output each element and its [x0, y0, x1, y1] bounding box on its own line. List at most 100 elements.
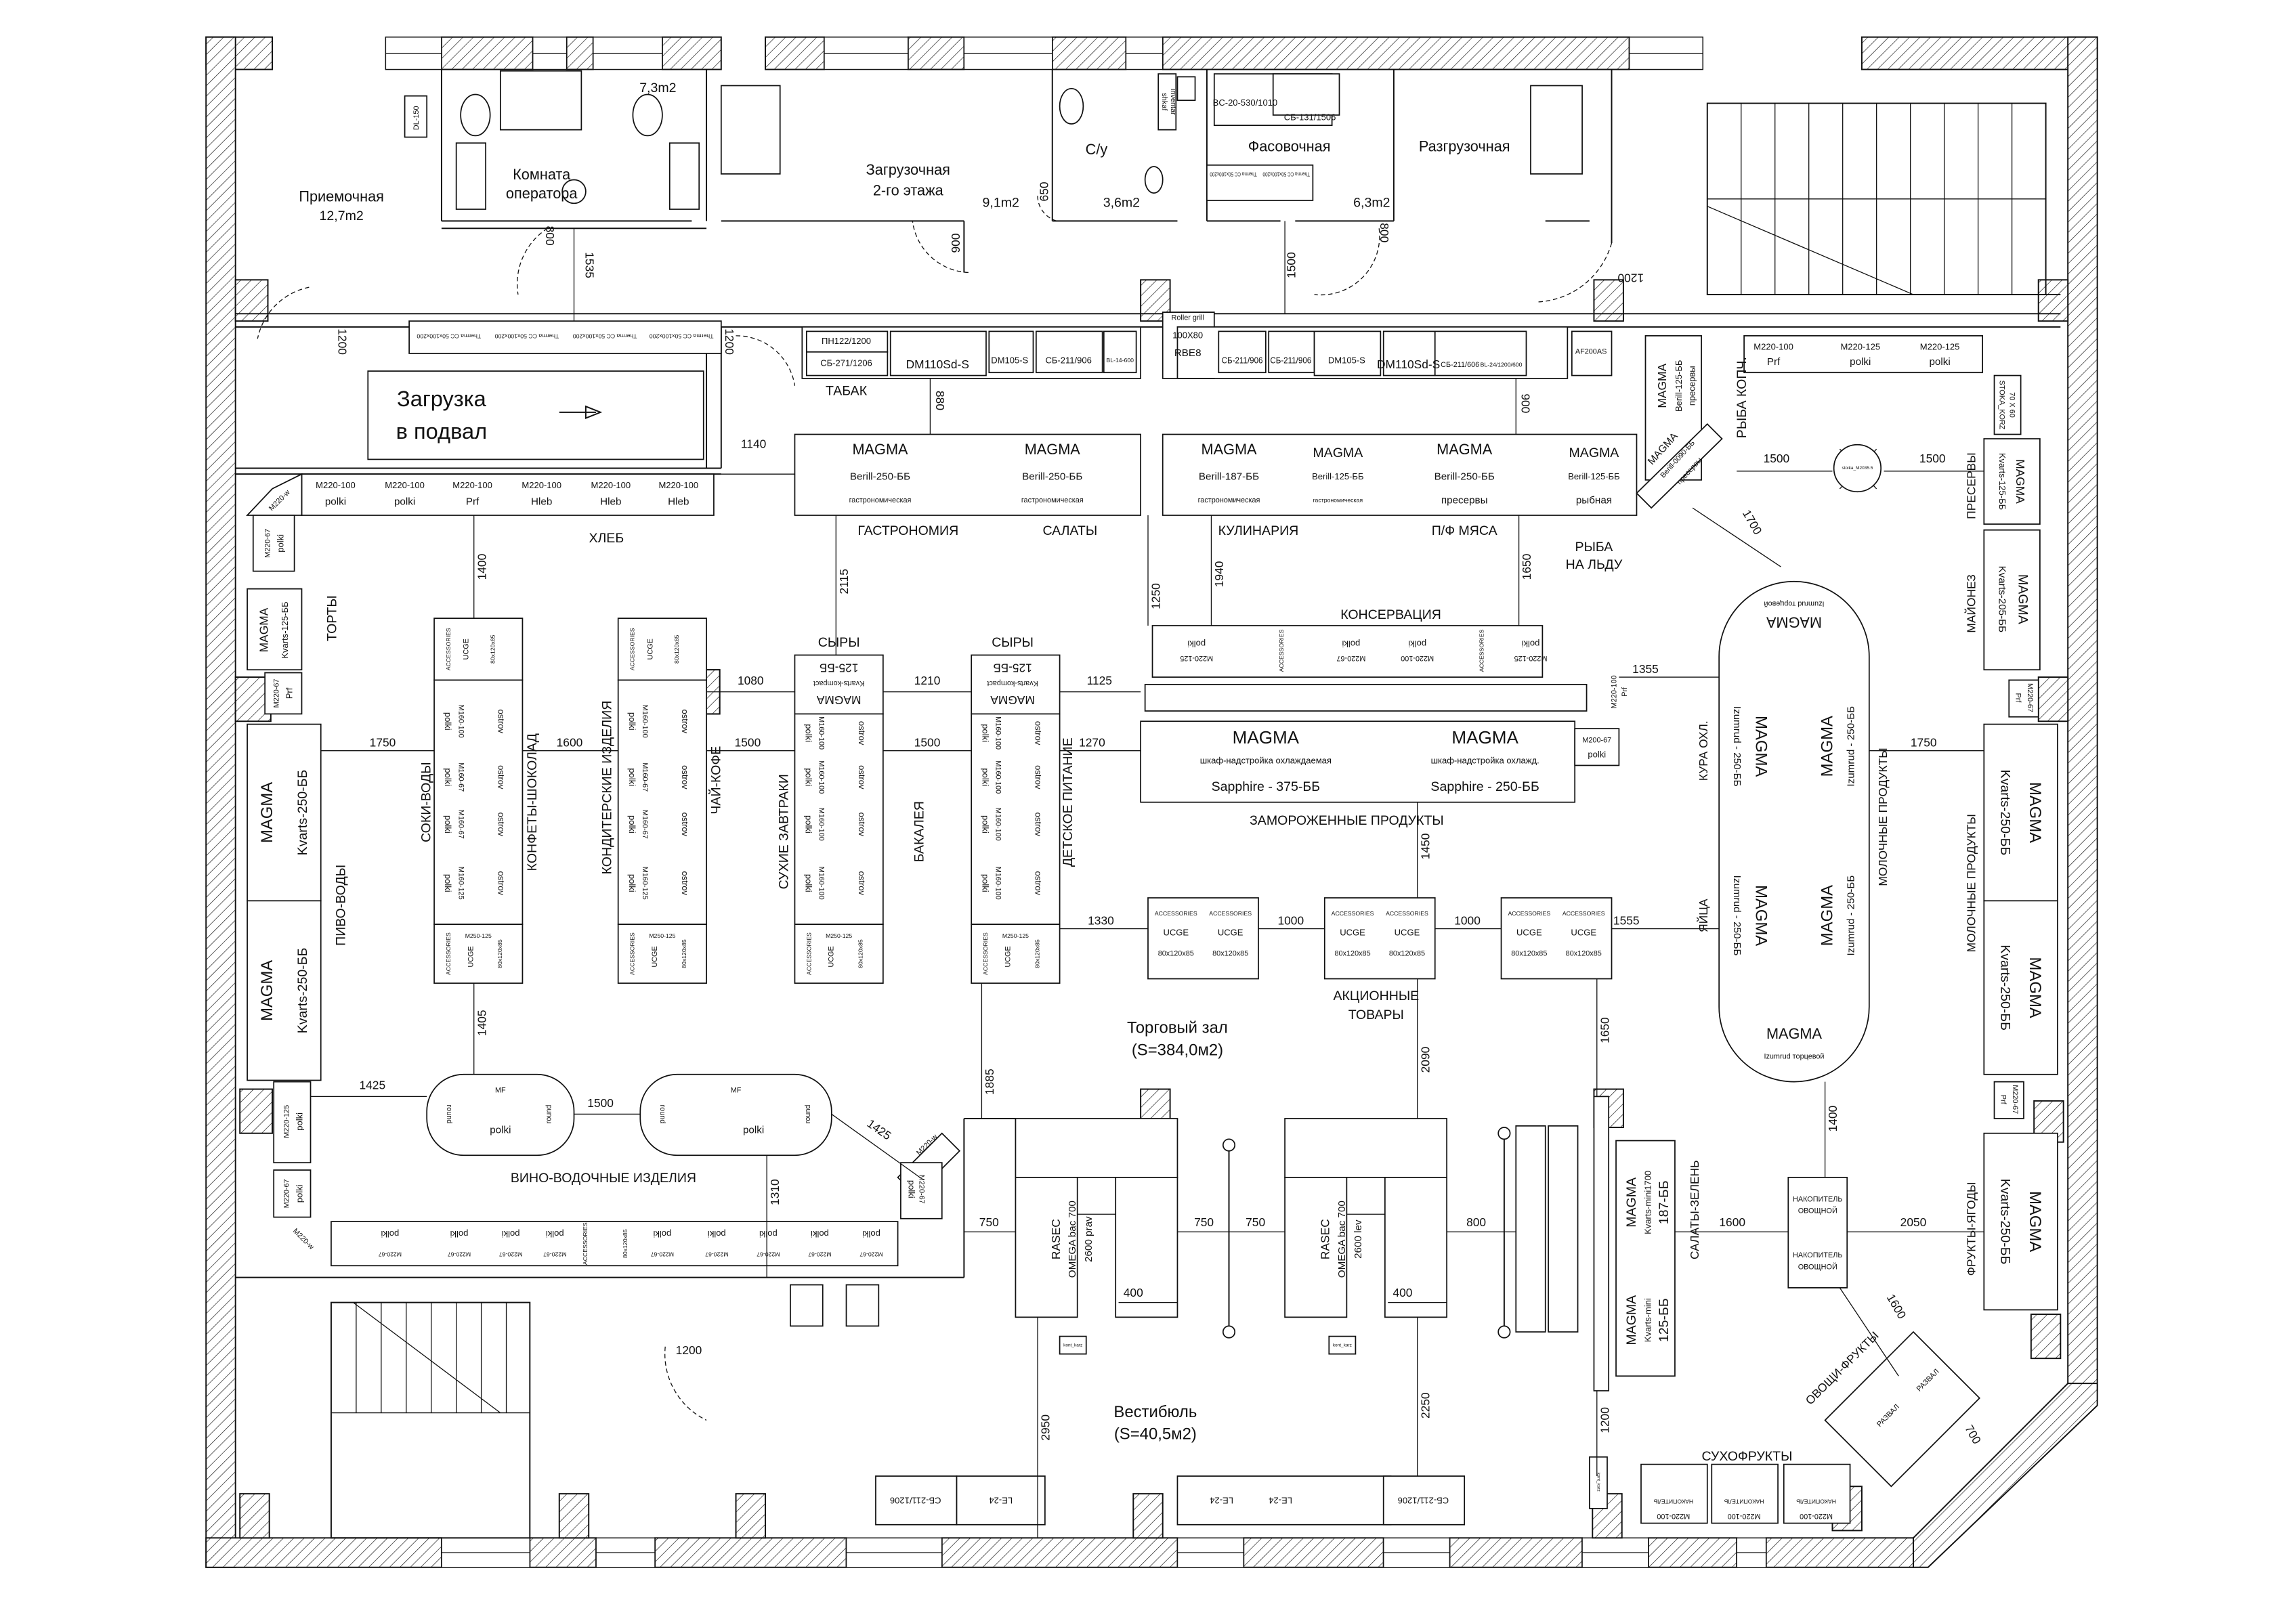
- label-rybnaya: рыбная: [1576, 494, 1612, 506]
- door-swing: [664, 1346, 707, 1421]
- column-pillar: [2030, 1314, 2062, 1360]
- label-sb211-1206: СБ-211/1206: [1398, 1495, 1449, 1505]
- label-m220-67: M220-67: [263, 529, 272, 558]
- gondola-cap-label: M250-125: [465, 932, 492, 939]
- label-magma: MAGMA: [1624, 1295, 1639, 1345]
- bin: [790, 1284, 824, 1327]
- label-polki: polki: [1850, 356, 1871, 368]
- label-rbe8: RBE8: [1174, 347, 1202, 359]
- label-polki: polki: [1408, 639, 1426, 649]
- label-kvarts-kompact: Kvarts-kompact: [813, 679, 864, 687]
- label-preservy: ПРЕСЕРВЫ: [1965, 452, 1978, 519]
- label-polki: polki: [394, 496, 415, 507]
- accessories-cap: [617, 924, 707, 984]
- label-hleb-s: Hleb: [668, 496, 689, 507]
- ucge-label: UCGE: [1218, 928, 1243, 938]
- ucge-label: 80x120x85: [1511, 949, 1547, 957]
- toilet-icon: [1059, 87, 1084, 125]
- freezer-base: [1144, 684, 1588, 712]
- label-bb125: 125-ББ: [1657, 1298, 1672, 1342]
- wall-segment: [654, 1537, 847, 1568]
- label-m220-100: M220-100: [385, 480, 425, 490]
- label-prav: 2600 prav: [1083, 1216, 1094, 1262]
- label-kvarts-250: Kvarts-250-ББ: [295, 948, 310, 1034]
- gondola-cap-label: ACCESSORIES: [629, 628, 636, 670]
- accessories-cap: [433, 924, 524, 984]
- label-polki: polki: [490, 1124, 511, 1136]
- label-omega: OMEGA bac 700: [1067, 1201, 1078, 1278]
- basement-label: Загрузка: [397, 386, 487, 411]
- wine-shelf-label: M220-67: [651, 1251, 674, 1258]
- label-sb211-606: СБ-211/606: [1441, 361, 1479, 369]
- ucge-label: UCGE: [1340, 928, 1365, 938]
- dimension-lines: [310, 221, 1984, 1538]
- door-swing: [1314, 228, 1380, 296]
- gondola-cap-label: 80x120x85: [489, 634, 496, 664]
- label-m220-67: M220-67: [272, 679, 280, 708]
- gondola-shelf-label: polki: [804, 768, 814, 786]
- label-m220-67: M220-67: [2011, 1085, 2019, 1114]
- label-magma: MAGMA: [2026, 957, 2044, 1018]
- dimension-label: 1125: [1087, 674, 1112, 687]
- label-soki-vody: СОКИ-ВОДЫ: [419, 762, 433, 842]
- shelf-m220-67: [900, 1162, 943, 1219]
- label-mf: MF: [495, 1087, 506, 1095]
- dimension-label: 1600: [557, 735, 583, 749]
- le24-counter: [956, 1475, 1046, 1526]
- label-sapphire375: Sapphire - 375-ББ: [1212, 779, 1320, 794]
- gondola-shelf-label: polki: [980, 724, 990, 742]
- label-pf-myasa: П/Ф МЯСА: [1432, 523, 1497, 538]
- label-berill-250: Berill-250-ББ: [1434, 471, 1495, 483]
- wall-segment: [765, 36, 825, 70]
- label-le24: LE-24: [1210, 1495, 1233, 1505]
- ucge-label: UCGE: [1516, 928, 1542, 938]
- column-pillar: [2037, 676, 2069, 722]
- label-polki: polki: [295, 1112, 305, 1131]
- gondola-shelf-label: polki: [804, 815, 814, 834]
- magma-kvarts-250: [1983, 723, 2058, 902]
- counter-module: [805, 330, 889, 353]
- label-bc20: BC-20-530/1010: [1213, 98, 1278, 108]
- label-polki: polki: [1929, 356, 1950, 368]
- gondola-shelf-label: M160-100: [994, 716, 1002, 750]
- label-salaty: САЛАТЫ: [1042, 523, 1097, 538]
- label-akcionnye-1: АКЦИОННЫЕ: [1333, 989, 1419, 1003]
- room-name: Загрузочная: [866, 161, 950, 178]
- label-therma: Therma CC 50x100x200: [417, 333, 481, 340]
- label-polki: polki: [325, 496, 346, 507]
- label-magma: MAGMA: [1655, 364, 1669, 408]
- operator-desk: [499, 70, 582, 131]
- dimension-label: 1250: [1149, 583, 1163, 609]
- dried-fruit-bin: [1783, 1463, 1851, 1524]
- sink-icon: [1144, 166, 1164, 194]
- magma-kvarts-250: [247, 723, 322, 902]
- shelf-m200-67: [1574, 728, 1620, 766]
- magma-kvarts-125: [1983, 438, 2041, 525]
- room-area: 3,6m2: [1103, 195, 1140, 210]
- wine-shelf-label: M220-67: [543, 1251, 566, 1258]
- label-kont: kont_karz: [1063, 1343, 1082, 1347]
- label-kvarts-250: Kvarts-250-ББ: [1998, 1179, 2013, 1265]
- label-polki: polki: [1342, 639, 1360, 649]
- label-round: round: [804, 1105, 812, 1124]
- label-m220-100: M220-100: [1657, 1512, 1690, 1520]
- label-magma: MAGMA: [1752, 716, 1770, 777]
- dimension-label: 2950: [1039, 1414, 1053, 1441]
- gondola-shelf-label: ostrov: [1034, 765, 1044, 790]
- shelf-m220-67: [273, 1169, 312, 1218]
- dimension-label: 1200: [676, 1343, 702, 1357]
- wall-segment: [941, 1537, 1178, 1568]
- room-name: Торговый зал: [1127, 1019, 1228, 1037]
- cabinet: [668, 142, 700, 210]
- label-shkaf: shkaf: [1160, 93, 1168, 111]
- ucge-label: UCGE: [1395, 928, 1420, 938]
- label-accessories: ACCESSORIES: [1278, 629, 1285, 672]
- gondola-shelf-label: M160-100: [817, 808, 826, 841]
- label-m220-100: M220-100: [452, 480, 492, 490]
- label-sb271: СБ-271/1206: [820, 358, 872, 368]
- wine-shelf-label: M220-67: [379, 1251, 402, 1258]
- label-suhie: СУХИЕ ЗАВТРАКИ: [776, 774, 791, 889]
- label-suhofrukty: СУХОФРУКТЫ: [1701, 1449, 1792, 1464]
- label-gastr: гастрономическая: [849, 496, 912, 504]
- dimension-label: 1210: [914, 674, 941, 687]
